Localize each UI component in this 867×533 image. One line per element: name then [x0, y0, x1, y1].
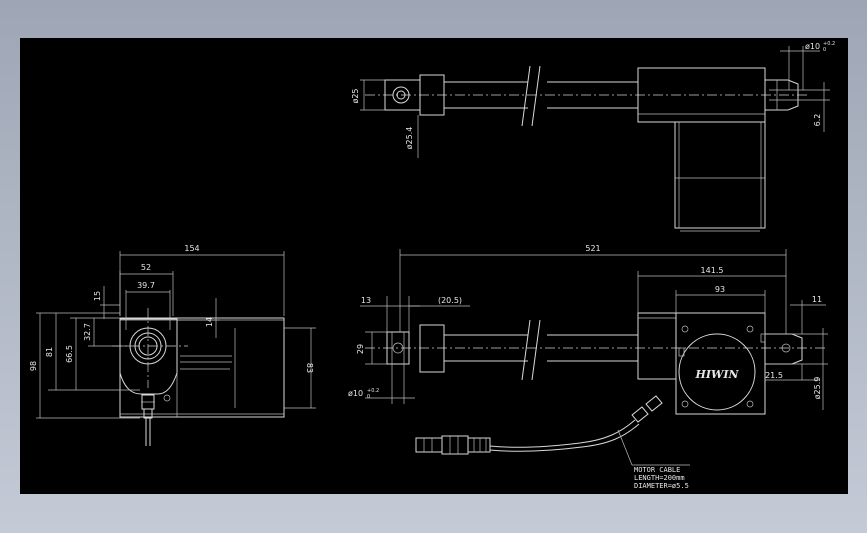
dim-dia-10-bottom: ø10	[348, 389, 363, 398]
dim-141-5: 141.5	[701, 266, 724, 275]
front-view: HIWIN	[348, 244, 828, 490]
dim-15: 15	[93, 291, 102, 301]
cable-note-line-3: DIAMETER=ø5.5	[634, 482, 689, 490]
dim-29: 29	[356, 344, 365, 354]
front-view-gearbox	[675, 312, 766, 415]
dim-11: 11	[812, 295, 822, 304]
dim-dia-10-tol-bottom: 0	[823, 47, 826, 53]
front-view-motor-flange	[678, 333, 756, 411]
dim-dia-10b-tol-bottom: 0	[367, 394, 370, 400]
dim-dia-10-top: ø10	[805, 42, 820, 51]
dim-32-7: 32.7	[83, 323, 92, 341]
dim-14: 14	[205, 317, 214, 327]
dim-83: 83	[305, 363, 314, 373]
dim-154: 154	[184, 244, 199, 253]
top-view-motor	[674, 121, 766, 229]
end-view: 154 52 39.7 15 14 32.7 66.5 81 98 83	[29, 244, 316, 446]
dim-66-5: 66.5	[65, 345, 74, 363]
cad-drawing-canvas: 154 52 39.7 15 14 32.7 66.5 81 98 83	[20, 38, 848, 494]
cable-note-line-2: LENGTH=200mm	[634, 474, 685, 482]
dim-dia-25: ø25	[351, 88, 360, 103]
cable-note-line-1: MOTOR CABLE	[634, 466, 680, 474]
dim-52: 52	[141, 263, 151, 272]
dim-13: 13	[361, 296, 371, 305]
technical-drawing: 154 52 39.7 15 14 32.7 66.5 81 98 83	[29, 41, 835, 490]
dim-98: 98	[29, 361, 38, 371]
dim-21-5: 21.5	[765, 371, 783, 380]
dim-dia-25-4: ø25.4	[405, 127, 414, 150]
dim-dia-10-tol-top: +0.2	[823, 41, 835, 47]
dim-dia-25-9: ø25.9	[813, 377, 822, 400]
dim-93: 93	[715, 285, 725, 294]
dim-dia-10b-tol-top: +0.2	[367, 388, 379, 394]
top-view: ø25 ø25.4 ø10 +0.2 0 6.2	[351, 41, 835, 232]
hiwin-logo: HIWIN	[694, 368, 739, 381]
dim-6-2: 6.2	[813, 114, 822, 127]
dim-39-7: 39.7	[137, 281, 155, 290]
dim-521: 521	[585, 244, 600, 253]
dim-81: 81	[45, 347, 54, 357]
end-view-clevis	[119, 318, 178, 395]
dim-20-5: (20.5)	[438, 296, 462, 305]
